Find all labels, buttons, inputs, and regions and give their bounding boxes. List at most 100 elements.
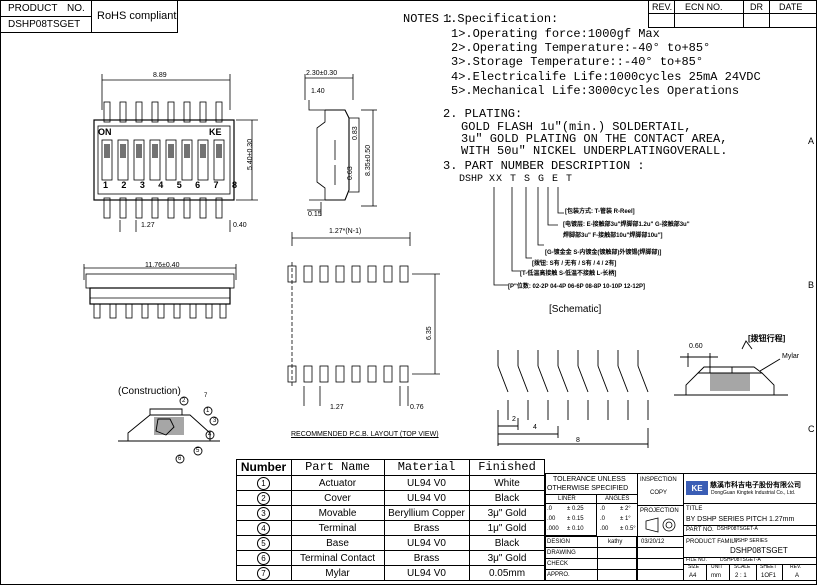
switch-number: 2 (121, 180, 127, 190)
bom-value: White (494, 477, 520, 489)
pn-desc-2: [电镀层: E-接触部3u"焊脚部1.2u" G-接触部3u" (563, 222, 690, 228)
pcb-caption: RECOMMENDED P.C.B. LAYOUT (TOP VIEW) (291, 431, 439, 438)
tolerance-cell: .0 (600, 516, 606, 522)
spec-line-3: 3>.Storage Temperature::-40° to+85° (451, 55, 704, 69)
ke-label: KE (209, 127, 222, 137)
zone-letter-a: A (808, 136, 815, 146)
schematic-view (497, 350, 649, 448)
dim-pitch-127: 1.27 (141, 222, 155, 229)
unit-value: mm (711, 573, 721, 579)
spec-line-5: 5>.Mechanical Life:3000cycles Operations (451, 84, 740, 98)
bom-header-material: Material (384, 459, 470, 476)
product-family-value: DSHP SERIES (734, 538, 768, 544)
detail-mylar: Mylar (782, 353, 800, 360)
bom-cell-num: 5 (236, 536, 292, 551)
part-no-value: DSHP08TSGET-A (717, 526, 758, 532)
bom-number-badge: 1 (257, 476, 270, 490)
pn-title: 3. PART NUMBER DESCRIPTION : (443, 159, 645, 173)
product-family-label: PRODUCT FAMILY (686, 539, 739, 545)
dim-lead-040: 0.40 (233, 222, 247, 229)
dim-top-width: 8.89 (153, 72, 167, 79)
rev-value: A (795, 573, 800, 579)
switch-number: 4 (158, 180, 164, 190)
bom-value: Base (326, 537, 349, 549)
tolerance-cell: ± 0.5° (620, 526, 636, 532)
bom-number-badge: 2 (257, 491, 270, 505)
file-no-label: FILE NO. (686, 557, 707, 563)
dim-side-height: 5.40±0.30 (247, 138, 254, 170)
scale-value: 2 : 1 (735, 573, 747, 579)
bom-header-finish: Finished (469, 459, 545, 476)
zone-letter-c: C (808, 424, 815, 434)
plating-title: 2. PLATING: (443, 107, 523, 121)
bom-value: Movable (318, 507, 357, 519)
bom-cell-part: Terminal Contact (291, 551, 385, 566)
bom-value: UL94 V0 (407, 492, 446, 504)
bom-cell-part: Movable (291, 506, 385, 521)
front-view (83, 264, 237, 319)
tolerance-cell: .0 (547, 506, 553, 512)
side-view (304, 74, 377, 216)
pn-prefix: DSHP (459, 174, 484, 185)
bom-value: Black (494, 537, 520, 549)
bom-cell-part: Terminal (291, 521, 385, 536)
date-header: DATE (779, 2, 803, 12)
bom-cell-material: UL94 V0 (384, 491, 470, 506)
company-logo: KE (686, 481, 708, 495)
bom-cell-material: Brass (384, 521, 470, 536)
approval-label: APPRO. (547, 572, 570, 578)
switch-number: 7 (213, 180, 219, 190)
bom-cell-material: UL94 V0 (384, 566, 470, 581)
bom-cell-finish: 3μ" Gold (469, 551, 545, 566)
design-date: 03/20/12 (641, 539, 665, 545)
pn-desc-7: [P"位数: 02-2P 04-4P 06-6P 08-8P 10-10P 12… (508, 284, 646, 290)
bom-value: Actuator (318, 477, 357, 489)
bom-cell-finish: Black (469, 491, 545, 506)
construction-num-4: 4 (208, 432, 212, 438)
bom-cell-num: 7 (236, 566, 292, 581)
bom-cell-material: Beryllium Copper (384, 506, 470, 521)
bom-cell-finish: White (469, 476, 545, 491)
spec-line-1: 1>.Operating force:1000gf Max (451, 27, 660, 41)
copy-label: COPY (650, 490, 668, 496)
design-label: DESIGN (547, 539, 571, 545)
spec-line-4: 4>.Electricalife Life:1000cycles 25mA 24… (451, 70, 761, 84)
pcb-layout (287, 232, 440, 406)
bom-number-badge: 6 (257, 551, 270, 565)
projection-icon (645, 517, 676, 533)
switch-number: 8 (231, 180, 237, 190)
bom-cell-part: Actuator (291, 476, 385, 491)
tolerance-cell: ± 0.15 (567, 516, 584, 522)
bom-cell-finish: 1μ" Gold (469, 521, 545, 536)
bom-value: Terminal Contact (299, 552, 376, 564)
bom-number-badge: 5 (257, 536, 270, 550)
product-label: PRODUCT (8, 3, 58, 14)
sch-dim-2: 2 (512, 416, 516, 423)
bom-value: 3μ" Gold (487, 507, 527, 519)
check-label: CHECK (547, 561, 569, 567)
bom-number-badge: 3 (257, 506, 270, 520)
rohs-label: RoHS compliant (97, 10, 177, 22)
big-part-number: DSHP08TSGET (730, 546, 788, 555)
bom-cell-material: UL94 V0 (384, 536, 470, 551)
inspection-label: INSPECTION (640, 477, 677, 483)
bom-cell-material: Brass (384, 551, 470, 566)
bom-cell-part: Base (291, 536, 385, 551)
spec-line-2: 2>.Operating Temperature:-40° to+85° (451, 41, 711, 55)
spec-title: 1.Specification: (443, 12, 559, 26)
dim-pcb-pitch: 1.27*(N-1) (329, 228, 362, 235)
dim-side-top: 2.30±0.30 (306, 70, 338, 77)
tolerance-cell: ± 1° (620, 516, 631, 522)
bom-cell-finish: 0.05mm (469, 566, 545, 581)
bom-cell-material: UL94 V0 (384, 476, 470, 491)
switch-number: 3 (139, 180, 145, 190)
projection-label: PROJECTION (640, 508, 679, 514)
construction-num-1: 1 (206, 408, 210, 414)
dim-front-width: 11.76±0.40 (145, 262, 180, 269)
bom-header-number: Number (236, 459, 292, 476)
bom-cell-num: 6 (236, 551, 292, 566)
construction-label: (Construction) (118, 386, 181, 397)
dim-side-015: 0.15 (308, 211, 322, 218)
bom-value: 3μ" Gold (487, 552, 527, 564)
logo-mark: KE (691, 483, 703, 493)
